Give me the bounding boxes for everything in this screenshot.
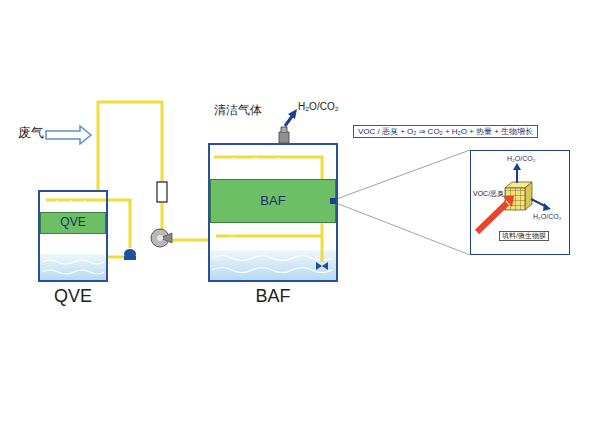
tank-label: BAF [255, 286, 290, 307]
pollutant-arrow [477, 203, 507, 232]
packing-band: BAF [210, 179, 336, 223]
scrubber-tank: QVEQVE [38, 190, 108, 282]
biofilter-tank: BAFBAF [208, 143, 338, 282]
equation-box: VOC / 恶臭 + O₂ ⇒ CO₂ + H₂O + 热量 + 生物增长 [353, 125, 538, 138]
water-wave [42, 260, 104, 274]
node-text: VOC/恶臭 [473, 190, 504, 198]
fan-symbol [151, 229, 169, 247]
filter-symbol [157, 182, 167, 202]
node-text: H₂O/CO₂ [507, 155, 535, 163]
node-text: BAF [260, 194, 285, 209]
inflow-label: 废气 [18, 126, 44, 141]
node-text: 填料/微生物膜 [499, 231, 549, 241]
exhaust-label: H₂O/CO₂ [298, 101, 339, 113]
gas-pipe [98, 102, 208, 240]
pollutant-arrowhead [503, 196, 514, 207]
product-arrow [517, 169, 547, 207]
water [210, 250, 336, 280]
exhaust-arrowhead [288, 109, 297, 119]
pump-symbol [124, 249, 136, 260]
chimney [281, 127, 287, 132]
fan-symbol [160, 233, 172, 243]
water-wave [212, 256, 332, 273]
tank-label: QVE [54, 286, 92, 307]
product-arrowhead [543, 203, 551, 211]
packing-cube-side [525, 182, 532, 210]
product-arrowhead [513, 163, 521, 170]
node-text: H₂O/CO₂ [533, 213, 561, 221]
fan-hub [157, 235, 163, 241]
detail-inset: H₂O/CO₂ VOC/恶臭填料/微生物膜 H₂O/CO₂ [470, 150, 570, 255]
inflow-arrow [46, 126, 91, 144]
chimney [279, 132, 289, 143]
exhaust-arrow [285, 115, 293, 126]
zoom-line [331, 150, 470, 255]
node-text: QVE [60, 216, 85, 230]
pump-symbol [316, 262, 328, 270]
node-text: VOC / 恶臭 + O₂ ⇒ CO₂ + H₂O + 热量 + 生物增长 [358, 127, 533, 136]
packing-band: QVE [40, 212, 106, 234]
outflow-label: 清洁气体 [214, 104, 262, 118]
water [40, 254, 106, 280]
